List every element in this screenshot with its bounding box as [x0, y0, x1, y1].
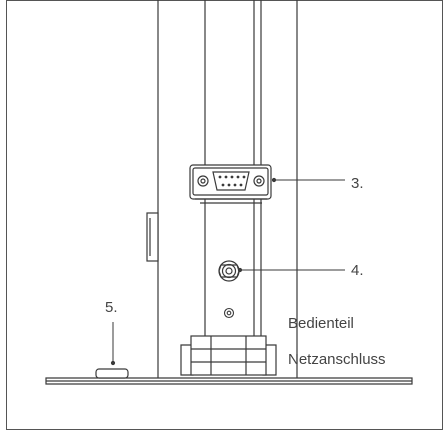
part-name-bedienteil: Bedienteil [288, 315, 354, 332]
callout-4-label: 4. [351, 262, 364, 279]
callout-5-label: 5. [105, 299, 118, 316]
base-foot [95, 368, 129, 379]
part-name-netzanschluss: Netzanschluss [288, 351, 386, 368]
side-switch [146, 212, 159, 262]
base-plate [45, 377, 413, 385]
callout-3-label: 3. [351, 175, 364, 192]
small-screw [223, 307, 235, 319]
serial-port-connector [189, 164, 272, 204]
leader-lines [110, 177, 345, 366]
round-jack [218, 260, 240, 282]
clamp-bracket [180, 335, 277, 376]
